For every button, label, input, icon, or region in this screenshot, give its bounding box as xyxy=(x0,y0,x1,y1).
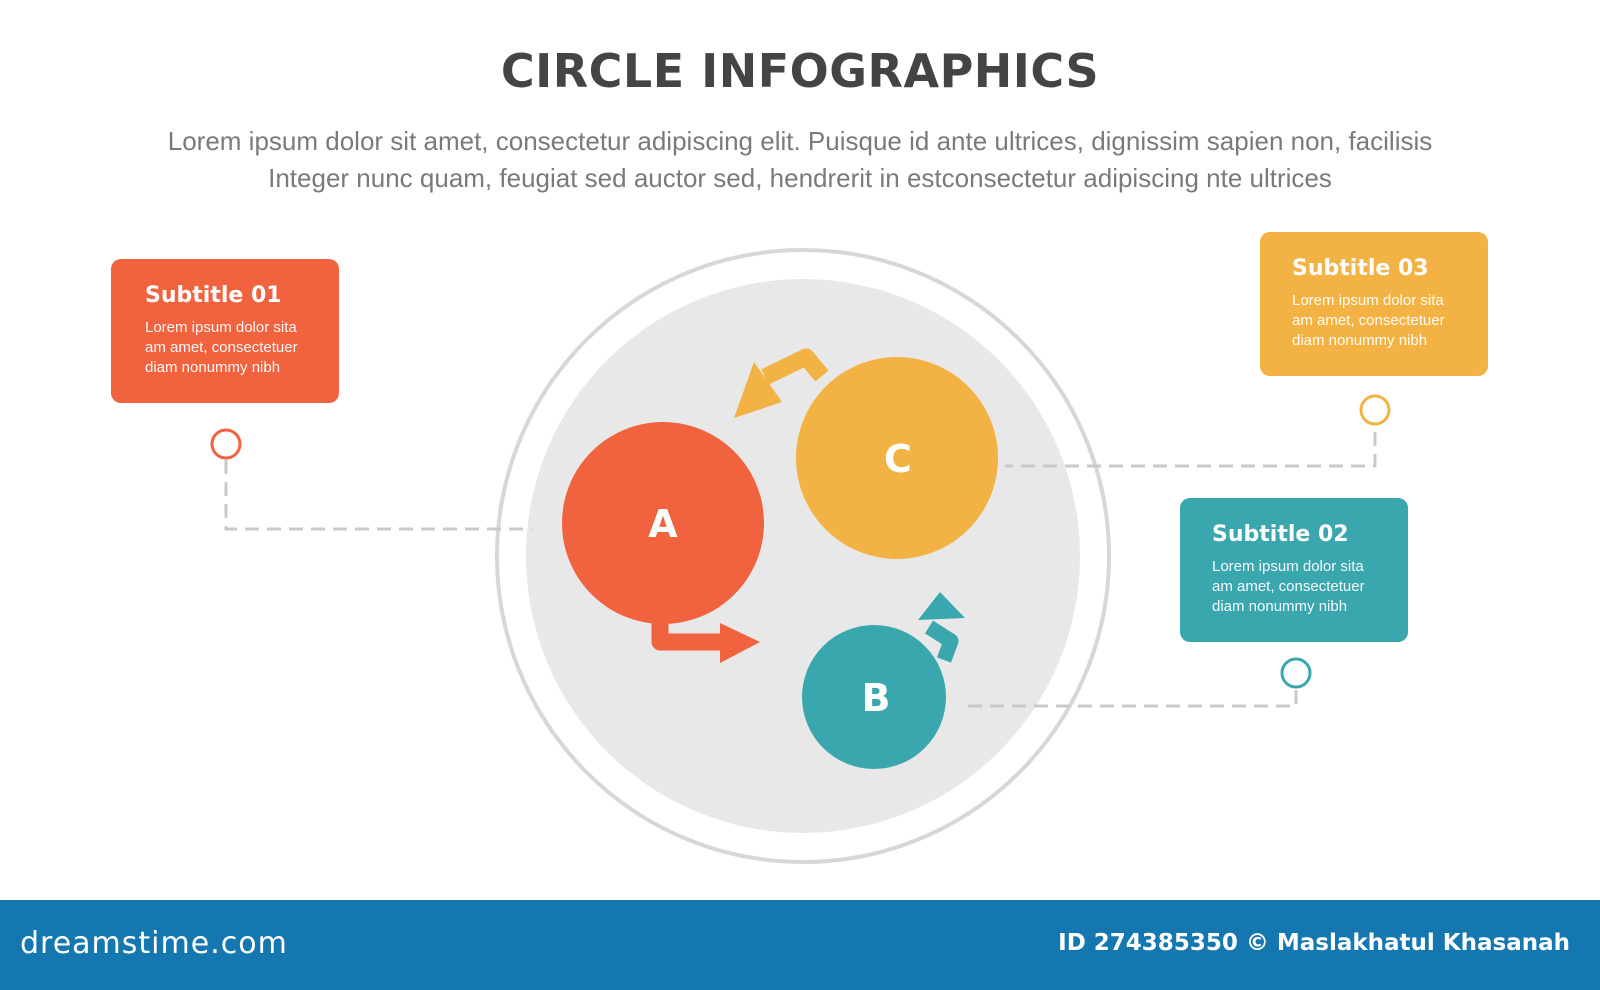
anchor-1 xyxy=(210,428,242,460)
subtitle-card-01: Subtitle 01 Lorem ipsum dolor sita am am… xyxy=(111,259,339,403)
subtitle-card-03: Subtitle 03 Lorem ipsum dolor sita am am… xyxy=(1260,232,1488,376)
card-subtitle: Subtitle 02 xyxy=(1212,522,1349,547)
arrow-b-to-c-shaft xyxy=(924,620,959,663)
subtitle-card-02: Subtitle 02 Lorem ipsum dolor sita am am… xyxy=(1180,498,1408,642)
node-b-label: B xyxy=(862,676,891,720)
card-text-line: am amet, consectetuer xyxy=(1292,312,1445,329)
connector-1 xyxy=(224,460,532,531)
card-text-line: diam nonummy nibh xyxy=(1212,598,1348,615)
connector-3 xyxy=(1005,432,1377,468)
card-text-line: am amet, consectetuer xyxy=(1212,578,1365,595)
description-line-2: Integer nunc quam, feugiat sed auctor se… xyxy=(268,163,1332,193)
anchor-3 xyxy=(1359,394,1391,426)
arrow-c-to-a-head xyxy=(734,362,782,418)
connector-2 xyxy=(962,690,1298,708)
arrow-a-to-b-head xyxy=(720,623,760,663)
outer-ring xyxy=(495,248,1111,864)
node-b xyxy=(802,625,946,769)
node-c xyxy=(796,357,998,559)
circle-diagram: A B C xyxy=(210,248,1391,864)
page-title: CIRCLE INFOGRAPHICS xyxy=(500,44,1100,98)
card-text-line: am amet, consectetuer xyxy=(145,339,298,356)
node-a xyxy=(562,422,764,624)
brand-logo[interactable]: dreamstime.com xyxy=(20,926,288,961)
card-text-line: Lorem ipsum dolor sita xyxy=(1292,292,1444,309)
card-text-line: diam nonummy nibh xyxy=(145,359,281,376)
node-c-label: C xyxy=(884,437,912,481)
arrow-c-to-a-shaft xyxy=(761,348,829,385)
node-a-label: A xyxy=(648,502,678,546)
footer-bar: dreamstime.com ID 274385350 © Maslakhatu… xyxy=(0,900,1600,990)
card-subtitle: Subtitle 03 xyxy=(1292,256,1429,281)
anchor-2 xyxy=(1280,657,1312,689)
card-text-line: Lorem ipsum dolor sita xyxy=(145,319,297,336)
card-text-line: Lorem ipsum dolor sita xyxy=(1212,558,1364,575)
arrow-b-to-c-head xyxy=(918,592,965,620)
description-line-1: Lorem ipsum dolor sit amet, consectetur … xyxy=(167,126,1433,156)
card-subtitle: Subtitle 01 xyxy=(145,283,282,308)
card-text-line: diam nonummy nibh xyxy=(1292,332,1428,349)
image-credit: ID 274385350 © Maslakhatul Khasanah xyxy=(1058,930,1570,956)
